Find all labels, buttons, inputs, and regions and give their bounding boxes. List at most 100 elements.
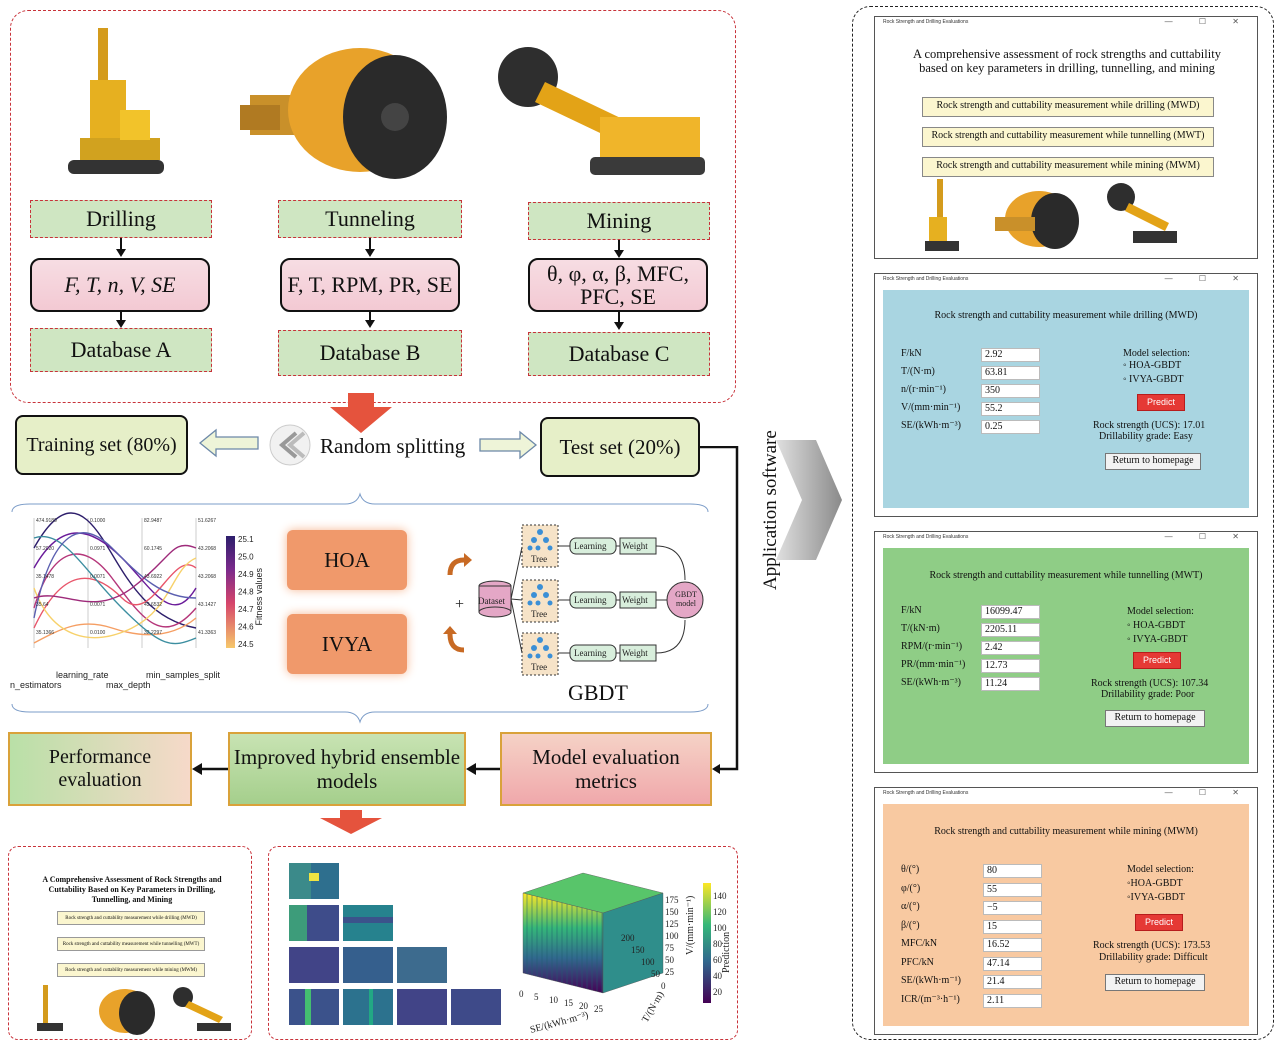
- return-homepage-button[interactable]: Return to homepage: [1105, 710, 1205, 727]
- tunnel-boring-machine-image: [240, 25, 460, 190]
- tree-label: Tree: [531, 554, 548, 564]
- surface-z-tick: 150: [665, 907, 679, 917]
- app-panel: [852, 6, 1274, 1040]
- field-input[interactable]: 12.73: [981, 659, 1040, 673]
- model-selection-label: Model selection:: [1123, 348, 1190, 359]
- dataset-label: Dataset: [478, 596, 505, 606]
- pcp-line: [33, 617, 197, 644]
- field-label: ICR/(m⁻³·h⁻¹): [901, 993, 960, 1005]
- surface-colorbar: [703, 883, 711, 1003]
- hybrid-ensemble-box: Improved hybrid ensemble models: [228, 732, 466, 806]
- test-to-metrics-connector: [700, 445, 740, 776]
- connector-line: [120, 238, 122, 252]
- mini-machines-image: [37, 985, 231, 1035]
- field-input[interactable]: 2.11: [983, 993, 1042, 1008]
- window-controls[interactable]: — ☐ ✕: [1164, 17, 1251, 26]
- learning-label: Learning: [574, 648, 607, 658]
- field-input[interactable]: 0.25: [981, 420, 1040, 434]
- top-brace: [10, 492, 710, 514]
- grade-result: Drillability grade: Easy: [1099, 431, 1193, 442]
- mwt-button[interactable]: Rock strength and cuttability measuremen…: [922, 127, 1214, 147]
- surface-z-tick: 50: [665, 955, 675, 965]
- pcp-line: [33, 512, 197, 629]
- predict-button[interactable]: Predict: [1133, 652, 1181, 669]
- performance-evaluation-box: Performance evaluation: [8, 732, 192, 806]
- mini-homepage-panel: A Comprehensive Assessment of Rock Stren…: [8, 846, 252, 1040]
- window-controls[interactable]: — ☐ ✕: [1164, 532, 1251, 541]
- field-input[interactable]: 15: [983, 919, 1042, 934]
- field-label: PR/(mm·min⁻¹): [901, 659, 966, 670]
- arrow-to-performance: [192, 762, 228, 775]
- pcp-axis-label: learning_rate: [56, 670, 109, 680]
- metrics-box: Model evaluation metrics: [500, 732, 712, 806]
- field-label: RPM/(r·min⁻¹): [901, 641, 963, 652]
- field-label: F/kN: [901, 605, 922, 616]
- field-input[interactable]: 16099.47: [981, 605, 1040, 619]
- training-set-box: Training set (80%): [15, 415, 188, 475]
- left-hollow-arrow: [198, 428, 260, 458]
- connector-line: [618, 240, 620, 252]
- ucs-result: Rock strength (UCS): 173.53: [1093, 940, 1211, 951]
- field-input[interactable]: 350: [981, 384, 1040, 398]
- mwd-button[interactable]: Rock strength and cuttability measuremen…: [922, 97, 1214, 117]
- gbdt-model-label: GBDT model: [675, 590, 697, 608]
- pcp-tick-label: 41.3363: [198, 630, 216, 636]
- field-input[interactable]: 55: [983, 882, 1042, 897]
- pcp-tick-label: 0.0100: [90, 630, 106, 636]
- field-input[interactable]: 21.4: [983, 975, 1042, 989]
- pcp-line: [33, 544, 197, 603]
- field-label: T/(kN·m): [901, 623, 940, 634]
- surface-x-tick: 0: [519, 989, 524, 999]
- mini-button-mwm: Rock strength and cuttability measuremen…: [57, 963, 205, 977]
- field-input[interactable]: 2205.11: [981, 623, 1040, 637]
- predict-button[interactable]: Predict: [1135, 914, 1183, 931]
- return-homepage-button[interactable]: Return to homepage: [1105, 453, 1201, 470]
- pcp-tick-label: 0.0971: [90, 546, 106, 552]
- field-input[interactable]: 80: [983, 864, 1042, 878]
- field-input[interactable]: −5: [983, 901, 1042, 915]
- model-selection-label: Model selection:: [1127, 864, 1194, 875]
- plus-sign: +: [455, 596, 465, 613]
- pcp-colorbar-tick: 24.8: [238, 588, 254, 597]
- weight-label: Weight: [622, 595, 648, 605]
- return-homepage-button[interactable]: Return to homepage: [1105, 974, 1205, 991]
- pcp-tick-label: 35.1478: [36, 574, 54, 580]
- surface-y-tick: 0: [661, 981, 666, 991]
- bottom-brace: [10, 702, 710, 724]
- field-input[interactable]: 2.92: [981, 348, 1040, 362]
- field-input[interactable]: 2.42: [981, 641, 1040, 655]
- radio-hoa-gbdt[interactable]: ◦ HOA-GBDT: [1123, 360, 1182, 371]
- radio-hoa-gbdt[interactable]: ◦HOA-GBDT: [1127, 878, 1183, 889]
- radio-ivya-gbdt[interactable]: ◦ IVYA-GBDT: [1127, 634, 1188, 645]
- mwm-title: Rock strength and cuttability measuremen…: [934, 826, 1198, 837]
- field-input[interactable]: 55.2: [981, 402, 1040, 416]
- surface-y-tick: 200: [621, 933, 635, 943]
- connector-line: [369, 238, 371, 252]
- field-input[interactable]: 16.52: [983, 938, 1042, 952]
- red-down-arrow-2: [318, 810, 384, 834]
- field-input[interactable]: 11.24: [981, 677, 1040, 691]
- home-window: Rock Strength and Drilling Evaluations —…: [874, 16, 1258, 259]
- drilling-rig-image: [60, 20, 170, 195]
- gbdt-caption: GBDT: [568, 680, 628, 705]
- predict-button[interactable]: Predict: [1137, 394, 1185, 411]
- field-input[interactable]: 47.14: [983, 956, 1042, 971]
- field-input[interactable]: 63.81: [981, 366, 1040, 380]
- window-controls[interactable]: — ☐ ✕: [1164, 274, 1251, 283]
- radio-hoa-gbdt[interactable]: ◦ HOA-GBDT: [1127, 620, 1186, 631]
- surface-colorbar-tick: 20: [713, 987, 723, 997]
- field-label: SE/(kWh·m⁻³): [901, 677, 961, 688]
- radio-ivya-gbdt[interactable]: ◦IVYA-GBDT: [1127, 892, 1185, 903]
- right-hollow-arrow: [478, 430, 538, 460]
- surface-x-tick: 5: [534, 992, 539, 1002]
- window-controls[interactable]: — ☐ ✕: [1164, 788, 1251, 797]
- pcp-line: [33, 553, 197, 628]
- mwm-button[interactable]: Rock strength and cuttability measuremen…: [922, 157, 1214, 177]
- window-title: Rock Strength and Drilling Evaluations: [883, 534, 969, 540]
- tree-label: Tree: [531, 662, 548, 672]
- surface-x-label: SE/(kWh·m⁻³): [529, 1010, 590, 1036]
- radio-ivya-gbdt[interactable]: ◦ IVYA-GBDT: [1123, 374, 1184, 385]
- pcp-tick-label: 43.6922: [144, 574, 162, 580]
- model-selection-label: Model selection:: [1127, 606, 1194, 617]
- random-splitting-label: Random splitting: [320, 434, 466, 458]
